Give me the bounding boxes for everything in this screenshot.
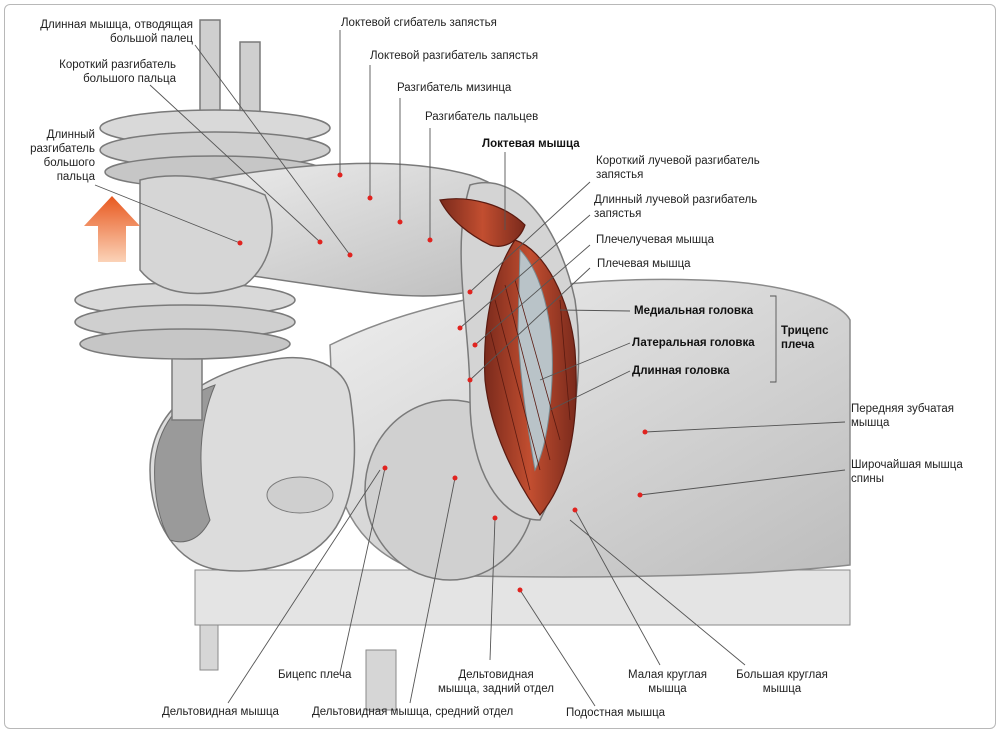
label-teres-minor: Малая круглая мышца — [628, 669, 707, 695]
label-flexor-carpi-ulnaris: Локтевой сгибатель запястья — [341, 17, 497, 29]
label-deltoid-middle: Дельтовидная мышца, средний отдел — [312, 706, 514, 718]
label-infraspinatus: Подостная мышца — [566, 707, 666, 719]
upward-arrow — [84, 196, 140, 262]
label-extensor-pollicis-longus: Длинный разгибатель большого пальца — [30, 129, 95, 183]
label-extensor-carpi-ulnaris: Локтевой разгибатель запястья — [370, 50, 539, 62]
label-abductor-pollicis-longus: Длинная мышца, отводящая большой палец — [40, 19, 193, 45]
label-extensor-digiti-minimi: Разгибатель мизинца — [397, 82, 512, 94]
triceps-tendon — [517, 248, 553, 472]
label-biceps: Бицепс плеча — [278, 669, 352, 681]
label-triceps-long-head: Длинная головка — [632, 365, 730, 377]
marker-dots — [237, 172, 648, 593]
label-deltoid-posterior: Дельтовидная мышца, задний отдел — [437, 669, 554, 695]
label-extensor-pollicis-brevis: Короткий разгибатель большого пальца — [59, 59, 176, 85]
label-brachialis: Плечевая мышца — [597, 258, 691, 270]
label-triceps-group: Трицепс плеча — [781, 325, 829, 351]
label-teres-major: Большая круглая мышца — [736, 669, 828, 695]
dumbbell — [74, 19, 331, 421]
label-extensor-carpi-radialis-longus: Длинный лучевой разгибатель запястья — [594, 194, 758, 220]
muscle-fibers — [489, 279, 571, 491]
anconeus-highlight — [439, 198, 526, 247]
label-brachioradialis: Плечелучевая мышца — [596, 234, 715, 246]
label-anconeus: Локтевая мышца — [482, 138, 580, 150]
label-extensor-carpi-radialis-brevis: Короткий лучевой разгибатель запястья — [596, 155, 760, 181]
leader-lines — [94, 30, 846, 707]
label-extensor-digitorum: Разгибатель пальцев — [425, 111, 539, 123]
label-triceps-lateral-head: Латеральная головка — [632, 337, 755, 349]
label-serratus-anterior: Передняя зубчатая мышца — [851, 403, 955, 429]
label-triceps-medial-head: Медиальная головка — [634, 305, 754, 317]
fist — [139, 175, 273, 295]
label-deltoid: Дельтовидная мышца — [162, 706, 279, 718]
label-latissimus-dorsi: Широчайшая мышца спины — [851, 459, 963, 485]
image-frame — [4, 4, 996, 729]
